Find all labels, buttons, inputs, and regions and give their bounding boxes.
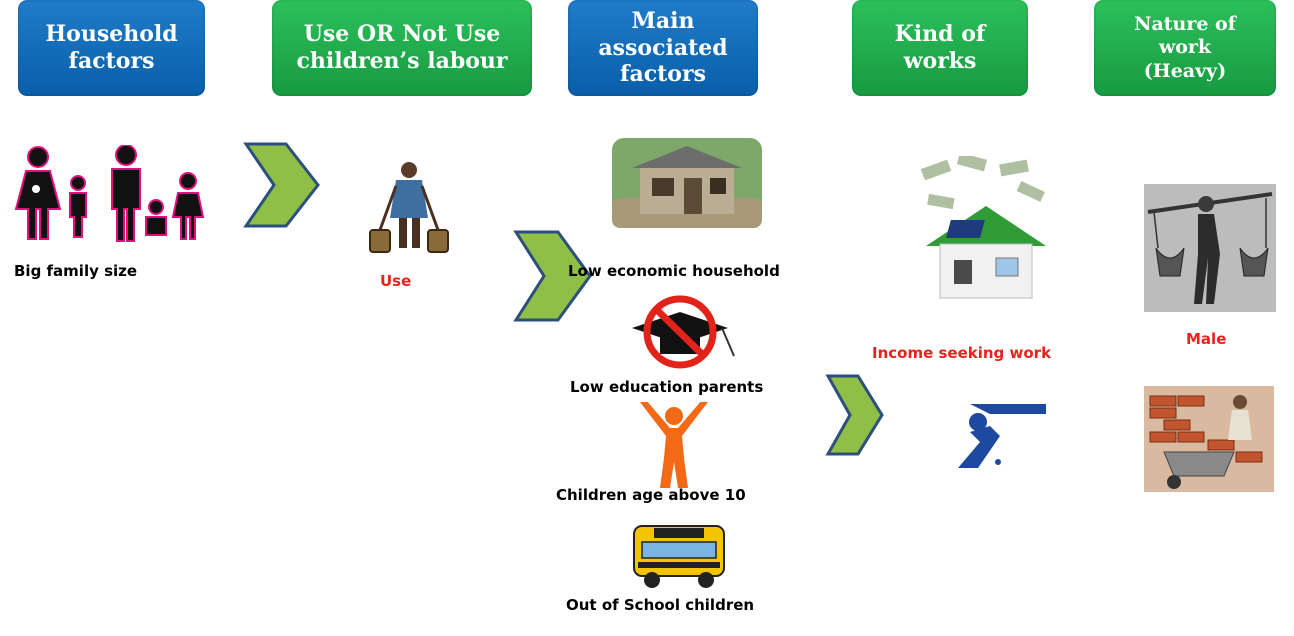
label-children-age: Children age above 10 [556,486,746,504]
worker-icon [950,402,1050,472]
header-main-associated-text: Main associated factors [598,7,728,88]
label-low-economic: Low economic household [568,262,780,280]
label-out-of-school: Out of School children [566,596,755,614]
school-bus-icon [624,520,734,592]
label-low-education: Low education parents [570,378,764,396]
header-kind-of-works-text: Kind of works [894,21,986,74]
header-kind-of-works: Kind of works [852,0,1028,96]
family-icon [8,145,208,245]
header-nature-of-work: Nature of work (Heavy) [1094,0,1276,96]
header-household-factors-text: Household factors [45,21,178,74]
label-male: Male [1186,330,1227,348]
arrow-right-icon [512,228,594,324]
no-graduation-cap-icon [622,294,762,374]
label-big-family: Big family size [14,262,138,280]
header-use-or-not: Use OR Not Use children’s labour [272,0,532,96]
header-use-or-not-text: Use OR Not Use children’s labour [296,21,508,74]
brick-wheelbarrow-worker-icon [1144,386,1274,492]
arrow-right-icon [242,140,322,230]
label-use: Use [380,272,412,290]
shoulder-pole-worker-icon [1144,184,1276,312]
label-income-seeking: Income seeking work [872,344,1052,362]
arrow-right-icon [824,372,886,458]
poor-house-icon [612,138,762,228]
header-household-factors: Household factors [18,0,205,96]
header-nature-of-work-text: Nature of work (Heavy) [1134,13,1236,82]
child-arms-raised-icon [634,402,714,488]
house-money-icon [918,156,1054,304]
water-carrier-icon [364,160,454,260]
header-main-associated: Main associated factors [568,0,758,96]
